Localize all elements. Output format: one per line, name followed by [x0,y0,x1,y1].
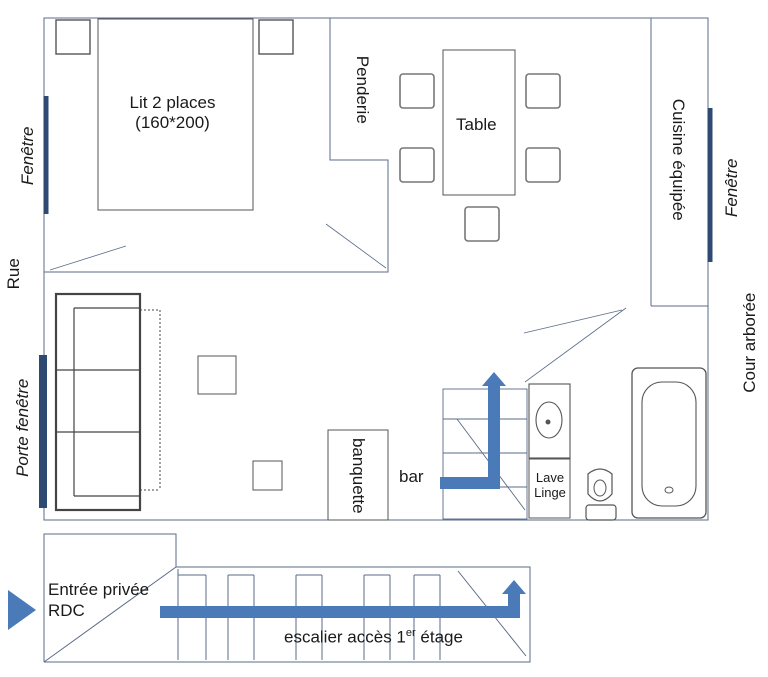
entrance-label-line1: Entrée privée [48,580,150,599]
window-left-label: Fenêtre [18,126,38,186]
outer-stair-arrow [160,580,526,618]
bed-label-line1: Lit 2 places [129,93,216,112]
french-window-label: Porte fenêtre [13,378,33,477]
wardrobe-label: Penderie [352,55,372,124]
stair-arrows [8,372,526,630]
entrance-block [43,533,531,663]
inner-stair-arrow [440,372,506,489]
stairs-label: escalier accès 1er étage [284,627,463,647]
dining-table [442,49,516,196]
courtyard-label: Cour arborée [740,292,760,393]
window-right-label: Fenêtre [722,158,742,218]
entrance-label: Entrée privée RDC [48,579,149,622]
stairs-label-sup: er [405,627,416,639]
bed-label: Lit 2 places (160*200) [110,93,235,132]
entrance-label-line2: RDC [48,601,85,621]
table-label: Table [456,115,497,134]
chairs [399,73,561,242]
side-tables [197,355,283,491]
bathroom [528,367,707,521]
street-label: Rue [4,258,24,290]
bench [327,429,389,521]
kitchen-label: Cuisine équipée [668,98,688,221]
bar-label: bar [399,467,424,486]
windows [39,96,713,508]
washer-label-line2: Linge [534,484,566,500]
bed-label-line2: (160*200) [135,112,210,132]
stairs-label-suffix: étage [415,627,463,647]
washer-label-line1: Lave [535,470,565,485]
bench-label: banquette [348,437,368,514]
door-swings [49,223,627,383]
inner-stairs [442,388,528,520]
sofa [54,292,161,512]
bed [55,18,294,211]
stairs-label-prefix: escalier accès 1 [284,627,406,647]
washer-label: Lave Linge [530,470,570,501]
entrance-arrow [8,590,36,630]
